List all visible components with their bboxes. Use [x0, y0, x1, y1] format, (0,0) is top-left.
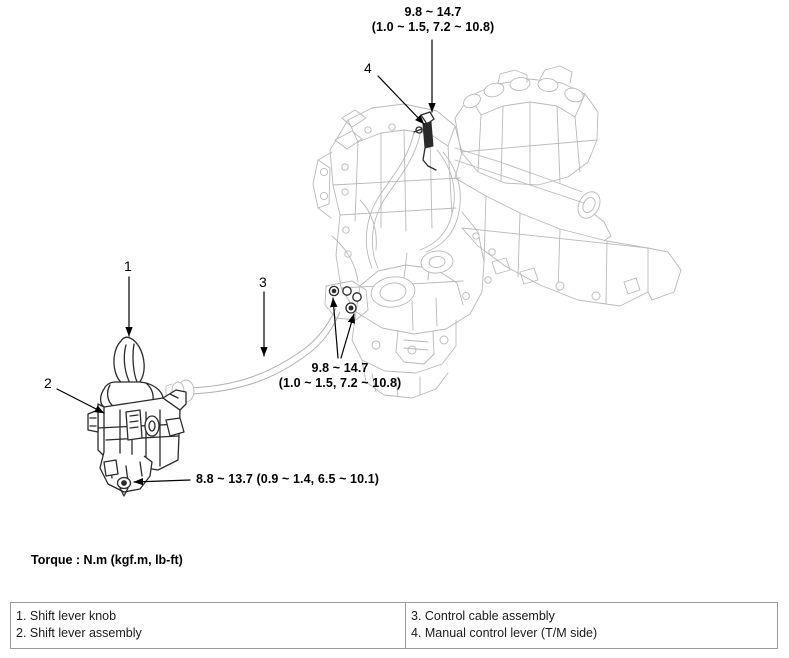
- torque-value-line1: 9.8 ~ 14.7: [404, 5, 462, 19]
- shift-lever-knob-part: [113, 336, 145, 388]
- torque-value-line2: (1.0 ~ 1.5, 7.2 ~ 10.8): [278, 376, 402, 390]
- legend-left-column: 1. Shift lever knob 2. Shift lever assem…: [10, 602, 406, 649]
- parts-legend-table: 1. Shift lever knob 2. Shift lever assem…: [10, 602, 778, 649]
- list-item: 2. Shift lever assembly: [16, 626, 142, 640]
- table-row: 1. Shift lever knob 2. Shift lever assem…: [10, 602, 778, 649]
- list-item: 3. Control cable assembly: [411, 609, 555, 623]
- leader-torque-shift-lever-mount: [133, 477, 191, 486]
- torque-value-line1: 8.8 ~ 13.7 (0.9 ~ 1.4, 6.5 ~ 10.1): [196, 472, 380, 486]
- legend-right-column: 3. Control cable assembly 4. Manual cont…: [405, 602, 778, 649]
- callout-number-3: 3: [259, 274, 267, 290]
- leader-torque-cable-bracket-b: [340, 313, 355, 359]
- torque-units-note: Torque : N.m (kgf.m, lb-ft): [31, 553, 183, 567]
- shift-lever-assembly-illustration: [87, 336, 187, 497]
- torque-label-cable-bracket: 9.8 ~ 14.7 (1.0 ~ 1.5, 7.2 ~ 10.8): [270, 361, 410, 391]
- transmission-engine-illustration: [312, 65, 682, 399]
- list-item: 1. Shift lever knob: [16, 609, 117, 623]
- leader-callout-2: [56, 388, 105, 414]
- callout-number-4: 4: [364, 60, 372, 76]
- callout-number-1: 1: [124, 258, 132, 274]
- callout-number-2: 2: [44, 375, 52, 391]
- cable-bracket-bolts: [324, 280, 369, 321]
- list-item: 4. Manual control lever (T/M side): [411, 626, 598, 640]
- manual-control-lever-part: [413, 111, 437, 171]
- torque-value-line2: (1.0 ~ 1.5, 7.2 ~ 10.8): [371, 20, 495, 34]
- torque-label-manual-control-lever: 9.8 ~ 14.7 (1.0 ~ 1.5, 7.2 ~ 10.8): [365, 5, 501, 35]
- leader-torque-cable-bracket-a: [330, 297, 339, 359]
- leader-callout-4: [377, 75, 425, 125]
- torque-value-line1: 9.8 ~ 14.7: [311, 361, 369, 375]
- torque-label-shift-lever-mount: 8.8 ~ 13.7 (0.9 ~ 1.4, 6.5 ~ 10.1): [196, 472, 379, 487]
